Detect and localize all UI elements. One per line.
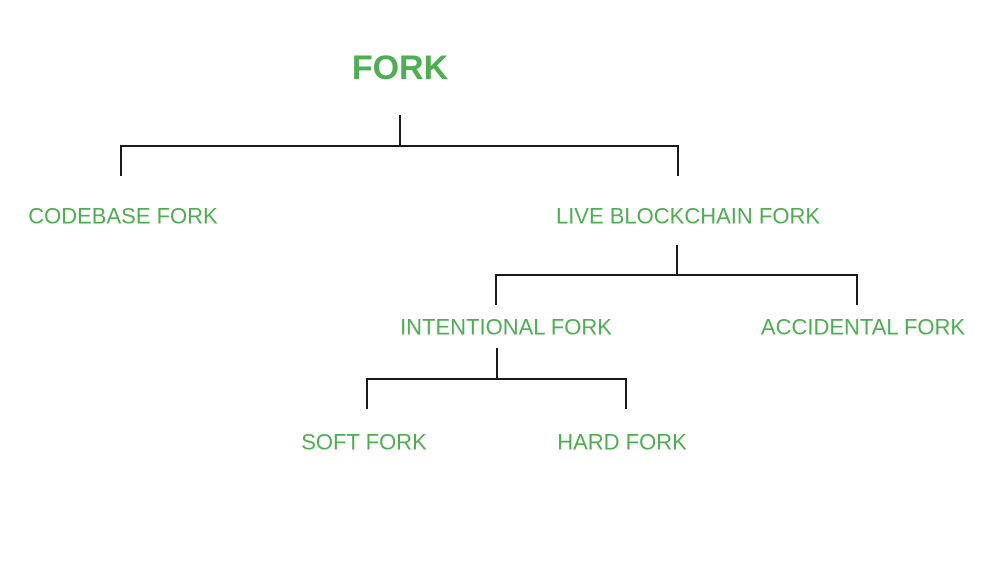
connector-root (120, 115, 679, 176)
node-codebase-fork: CODEBASE FORK (28, 204, 218, 229)
connector-intentional (366, 348, 627, 409)
node-intentional-fork: INTENTIONAL FORK (400, 315, 612, 340)
node-hard-fork: HARD FORK (557, 430, 687, 455)
node-soft-fork: SOFT FORK (301, 430, 427, 455)
connector-live-blockchain (495, 245, 858, 305)
node-accidental-fork: ACCIDENTAL FORK (761, 315, 965, 340)
node-root-fork: FORK (352, 49, 449, 87)
node-live-blockchain-fork: LIVE BLOCKCHAIN FORK (556, 204, 820, 229)
